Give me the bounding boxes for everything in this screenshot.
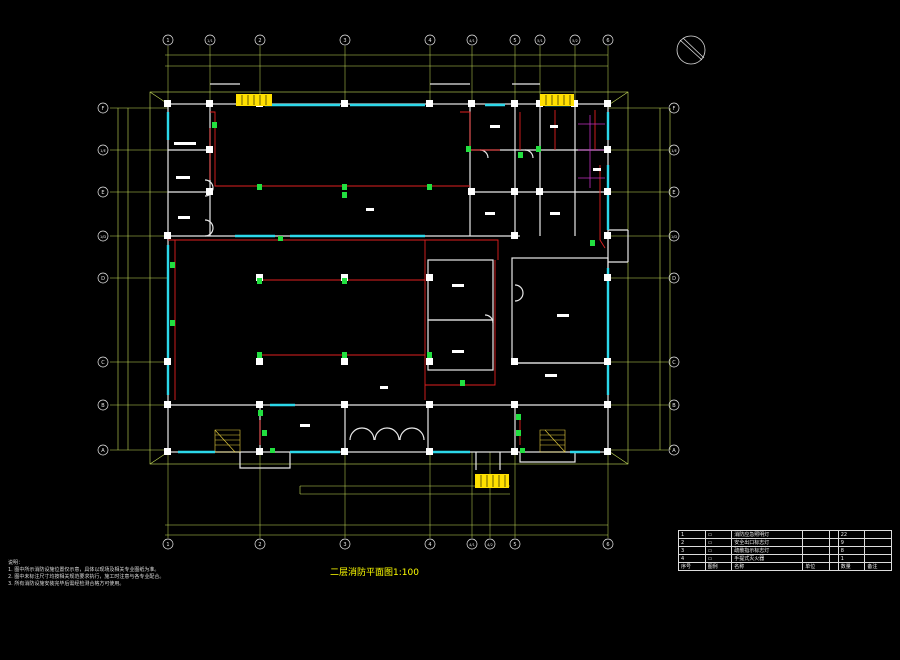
svg-text:B: B <box>672 403 676 409</box>
svg-text:1/E: 1/E <box>100 149 106 153</box>
axis-bubble-bottom: 6 <box>602 538 614 550</box>
axis-bubble-bottom: 4/2 <box>484 538 496 550</box>
axis-bubble-top: 1/1 <box>204 34 216 46</box>
axis-bubble-left: D <box>97 272 109 284</box>
north-arrow-icon <box>676 35 706 65</box>
axis-bubble-right: A <box>668 444 680 456</box>
axis-bubble-top: 4/1 <box>466 34 478 46</box>
svg-text:4/1: 4/1 <box>469 39 475 43</box>
svg-text:D: D <box>101 276 105 282</box>
axis-bubble-bottom: 5 <box>509 538 521 550</box>
svg-text:1: 1 <box>166 542 169 548</box>
svg-text:1/1: 1/1 <box>207 39 213 43</box>
axis-bubble-right: D <box>668 272 680 284</box>
svg-text:4: 4 <box>428 542 431 548</box>
axis-bubble-right: 1/E <box>668 144 680 156</box>
svg-text:5/1: 5/1 <box>537 39 543 43</box>
drawing-title: 二层消防平面图1:100 <box>330 568 419 578</box>
axis-bubble-top: 1 <box>162 34 174 46</box>
axis-bubble-top: 4 <box>424 34 436 46</box>
axis-bubble-top: 5/1 <box>534 34 546 46</box>
axis-bubble-bottom: 4/1 <box>466 538 478 550</box>
svg-text:A: A <box>101 448 105 454</box>
axis-bubble-top: 5/2 <box>569 34 581 46</box>
svg-text:C: C <box>672 360 676 366</box>
entrance-canopy <box>236 94 574 488</box>
axis-bubble-left: B <box>97 399 109 411</box>
table-row: 4▭ 手提式灭火器 1 <box>678 554 892 563</box>
axis-bubble-left: E <box>97 186 109 198</box>
table-row: 3▭ 疏散指示标志灯 8 <box>678 546 892 555</box>
svg-text:2: 2 <box>258 38 261 44</box>
svg-text:1/D: 1/D <box>100 235 106 239</box>
axis-bubble-left: C <box>97 356 109 368</box>
legend-symbol-icon: ▭ <box>704 530 733 539</box>
outer-roof-outline <box>149 91 629 465</box>
axis-bubble-right: C <box>668 356 680 368</box>
svg-text:F: F <box>102 106 105 112</box>
exterior-wall <box>167 103 609 453</box>
axis-bubble-left: F <box>97 102 109 114</box>
svg-text:6: 6 <box>606 542 609 548</box>
legend-symbol-icon: ▭ <box>704 554 733 563</box>
axis-bubble-top: 5 <box>509 34 521 46</box>
design-notes: 说明： 1. 图中所示消防设施位置仅示意，具体以现场及相关专业图纸为准。 2. … <box>8 560 165 587</box>
axis-bubble-right: E <box>668 186 680 198</box>
svg-text:5/2: 5/2 <box>572 39 578 43</box>
svg-text:4/1: 4/1 <box>469 543 475 547</box>
axis-bubble-top: 6 <box>602 34 614 46</box>
svg-text:5: 5 <box>513 542 516 548</box>
svg-text:4: 4 <box>428 38 431 44</box>
axis-bubble-left: 1/D <box>97 230 109 242</box>
svg-text:1/D: 1/D <box>671 235 677 239</box>
svg-text:6: 6 <box>606 38 609 44</box>
svg-text:2: 2 <box>258 542 261 548</box>
axis-bubble-right: F <box>668 102 680 114</box>
axis-bubble-top: 3 <box>339 34 351 46</box>
legend-symbol-icon: ▭ <box>704 538 733 547</box>
svg-text:3: 3 <box>343 38 346 44</box>
svg-text:3: 3 <box>343 542 346 548</box>
equipment-legend-table: 1▭ 消防应急照明灯 22 2▭ 安全出口标志灯 9 3▭ 疏散指示标志灯 8 … <box>678 530 892 571</box>
table-header: 序号 图例 名称 单位 数量 备注 <box>678 562 892 571</box>
svg-text:B: B <box>101 403 105 409</box>
svg-text:E: E <box>101 190 104 196</box>
axis-bubble-top: 2 <box>254 34 266 46</box>
axis-bubble-bottom: 1 <box>162 538 174 550</box>
axis-bubble-bottom: 3 <box>339 538 351 550</box>
legend-symbol-icon: ▭ <box>704 546 733 555</box>
axis-bubble-bottom: 2 <box>254 538 266 550</box>
svg-text:5: 5 <box>513 38 516 44</box>
table-row: 1▭ 消防应急照明灯 22 <box>678 530 892 539</box>
svg-text:F: F <box>673 106 676 112</box>
svg-text:4/2: 4/2 <box>487 543 493 547</box>
table-row: 2▭ 安全出口标志灯 9 <box>678 538 892 547</box>
axis-bubble-right: 1/D <box>668 230 680 242</box>
axis-bubble-right: B <box>668 399 680 411</box>
axis-bubble-bottom: 4 <box>424 538 436 550</box>
svg-text:A: A <box>672 448 676 454</box>
svg-text:1: 1 <box>166 38 169 44</box>
svg-text:C: C <box>101 360 105 366</box>
svg-text:D: D <box>672 276 676 282</box>
svg-text:E: E <box>672 190 675 196</box>
svg-text:1/E: 1/E <box>671 149 677 153</box>
axis-bubble-left: A <box>97 444 109 456</box>
axis-bubble-left: 1/E <box>97 144 109 156</box>
